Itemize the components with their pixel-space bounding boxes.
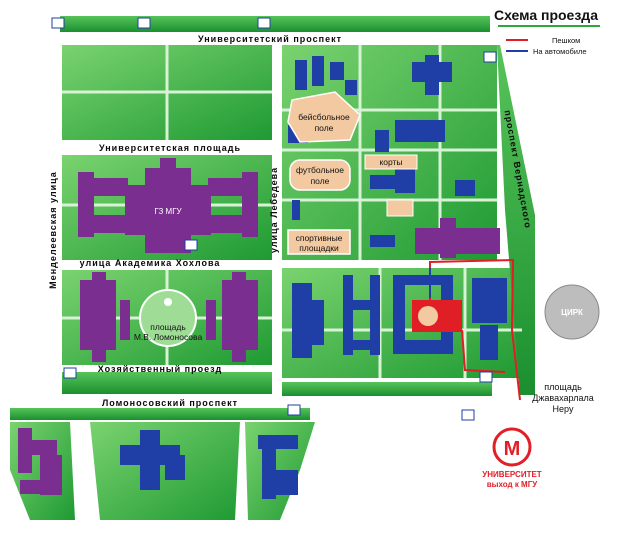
main-building-gz-mgu: [78, 158, 258, 253]
walking-route-2: [461, 329, 506, 373]
nehru-square-label-1: площадь: [544, 382, 582, 392]
nehru-square-label-2: Джавахарлала: [532, 393, 593, 403]
sports-grounds-label-2: площадки: [299, 243, 339, 253]
street-universitetskaya-square: Университетская площадь: [99, 143, 241, 153]
metro-icon: М: [504, 438, 521, 460]
purple-building-east-wing: [440, 218, 456, 258]
purple-building-east: [415, 228, 500, 254]
baseball-field: [287, 91, 361, 143]
baseball-field-label-1: бейсбольное: [298, 112, 350, 122]
legend-walk-label: Пешком: [552, 36, 580, 45]
street-khokhlova: улица Академика Хохлова: [80, 258, 221, 268]
legend-car-label: На автомобиле: [533, 47, 587, 56]
lomonosov-square: [139, 289, 197, 347]
street-lebedeva: улица Лебедева: [269, 167, 279, 253]
street-universitetsky: Университетский проспект: [198, 34, 342, 44]
courts: [364, 154, 418, 170]
lomonosov-square-label-1: площадь: [150, 322, 186, 332]
blue-buildings-lower-right: [258, 435, 298, 499]
street-khozyaystvenny: Хозяйственный проезд: [98, 364, 223, 374]
football-field: [289, 159, 351, 191]
courts-2: [386, 199, 414, 217]
football-field-label-2: поле: [311, 176, 330, 186]
purple-buildings-south: [80, 272, 258, 362]
metro-exit: выход к МГУ: [487, 480, 539, 489]
circus-label: ЦИРК: [561, 308, 583, 317]
metro-station-name: УНИВЕРСИТЕТ: [482, 470, 542, 479]
nehru-square-label-3: Неру: [553, 404, 574, 414]
sports-grounds-label-1: спортивные: [296, 233, 343, 243]
purple-buildings-lower-left: [18, 428, 62, 495]
map-title: Схема проезда: [494, 7, 598, 23]
monument-icon: [164, 298, 172, 306]
lomonosov-square-label-2: М.В. Ломоносова: [134, 332, 203, 342]
street-lomonosovsky: Ломоносовский проспект: [102, 398, 238, 408]
metro-universitet[interactable]: М УНИВЕРСИТЕТ выход к МГУ: [482, 427, 542, 489]
emblem-icon: [418, 306, 438, 326]
circus: [544, 284, 600, 340]
bus-stop-icons: [51, 17, 497, 421]
blue-buildings-lower-center: [120, 430, 185, 490]
gz-mgu-label: ГЗ МГУ: [154, 207, 182, 216]
blue-buildings-south: [292, 275, 507, 360]
football-field-label-1: футбольное: [296, 165, 344, 175]
sports-grounds: [287, 229, 351, 255]
baseball-field-label-2: поле: [315, 123, 334, 133]
courts-label: корты: [379, 157, 402, 167]
street-mendeleevskaya: Менделеевская улица: [48, 171, 58, 289]
